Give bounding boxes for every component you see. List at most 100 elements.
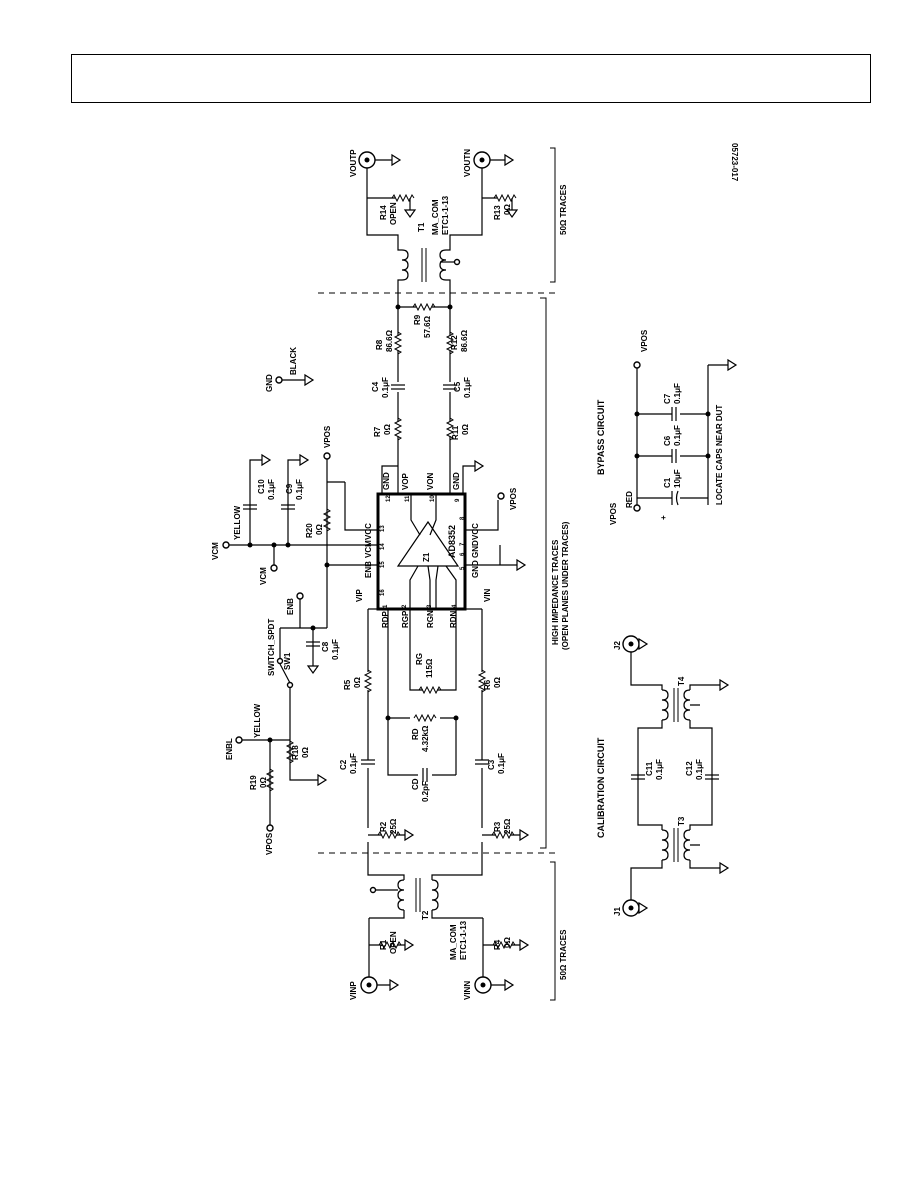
test-point-vpos-right[interactable]	[497, 492, 505, 500]
label-rd: RD	[411, 728, 420, 740]
connector-j2[interactable]	[622, 635, 640, 653]
test-point-vcm-2[interactable]	[270, 564, 278, 572]
wire-out-bot	[449, 159, 505, 242]
bracket-top-50	[550, 147, 556, 283]
transformer-t4	[661, 688, 691, 722]
pin-rdp: RDP	[381, 610, 390, 628]
test-point-vpos-bypass[interactable]	[633, 504, 641, 512]
header-box	[71, 54, 871, 103]
connector-j1[interactable]	[622, 899, 640, 917]
label-c8: C8	[321, 641, 330, 652]
label-hiz-1: HIGH IMPEDANCE TRACES	[551, 539, 560, 645]
label-r6: R6	[483, 679, 492, 690]
label-r20: R20	[305, 523, 314, 538]
test-point-enbl[interactable]	[235, 736, 243, 744]
label-cd-val: 0.2pF	[421, 781, 430, 802]
label-rg: RG	[415, 653, 424, 665]
label-z1: Z1	[422, 552, 431, 562]
resistor-r8	[394, 331, 402, 355]
label-c5: C5	[453, 381, 462, 392]
label-r14-val: OPEN	[389, 202, 398, 225]
label-c5-val: 0.1μF	[463, 377, 472, 398]
pin-vcc-right: VCC	[471, 523, 480, 540]
label-r4: R4	[493, 939, 502, 950]
wire-vip	[367, 609, 398, 876]
label-c12: C12	[685, 761, 694, 776]
label-t2-part: MA_COM	[449, 924, 458, 960]
label-c1: C1	[663, 477, 672, 488]
label-cd: CD	[411, 778, 420, 790]
pin-n15: 15	[380, 561, 386, 568]
label-t2: T2	[421, 910, 430, 920]
connector-vinp[interactable]	[360, 976, 378, 994]
wire-out-top	[366, 159, 399, 242]
wire-vin	[452, 609, 483, 876]
label-c10-val: 0.1μF	[267, 479, 276, 500]
capacitor-c7	[671, 407, 677, 421]
pin-vip: VIP	[355, 588, 364, 602]
connector-vinn[interactable]	[474, 976, 492, 994]
label-r12-val: 86.6Ω	[460, 329, 469, 352]
test-point-vcm[interactable]	[222, 541, 230, 549]
test-point-enb[interactable]	[296, 592, 304, 600]
label-c4: C4	[371, 381, 380, 392]
label-c7: C7	[663, 393, 672, 404]
test-point-vpos-top[interactable]	[323, 452, 331, 460]
label-r13-val: 0Ω	[503, 204, 512, 215]
label-c10: C10	[257, 479, 266, 494]
capacitor-c6	[671, 449, 677, 463]
label-c11-val: 0.1μF	[655, 759, 664, 780]
label-voutp: VOUTP	[349, 149, 358, 177]
label-switch: SWITCH_SPDT	[267, 619, 276, 676]
wire-enb-tp	[280, 599, 327, 666]
ground-symbols	[261, 153, 738, 992]
capacitor-c11	[631, 774, 645, 780]
label-r8-val: 86.6Ω	[385, 329, 394, 352]
pin-n13: 13	[380, 525, 386, 532]
label-sw1: SW1	[283, 652, 292, 670]
pin-gnd-13: GND	[382, 472, 391, 490]
test-point-vpos-left[interactable]	[266, 824, 274, 832]
resistor-r5	[364, 669, 372, 693]
capacitor-c1	[671, 490, 679, 506]
connector-voutn[interactable]	[473, 151, 491, 169]
pin-n12: 12	[386, 495, 392, 502]
label-t1-part: MA_COM	[431, 199, 440, 235]
label-j1: J1	[613, 907, 622, 916]
label-c3: C3	[487, 759, 496, 770]
label-voutn: VOUTN	[463, 149, 472, 177]
label-c11: C11	[645, 761, 654, 776]
label-r6-val: 0Ω	[493, 677, 502, 688]
test-point-gnd[interactable]	[275, 376, 283, 384]
pin-n14: 14	[380, 543, 386, 550]
test-point-vpos-bypass-2[interactable]	[633, 361, 641, 369]
label-enb: ENB	[286, 598, 295, 615]
ic-z1-body	[376, 492, 467, 611]
label-r5-val: 0Ω	[353, 677, 362, 688]
label-red: RED	[625, 491, 634, 508]
pin-n11: 11	[405, 495, 411, 502]
label-ad8352: AD8352	[447, 525, 457, 558]
label-c8-val: 0.1μF	[331, 639, 340, 660]
label-r11: R11	[451, 425, 460, 440]
label-r13: R13	[493, 205, 502, 220]
pin-von: VON	[426, 472, 435, 490]
pin-gnd-9: GND	[452, 472, 461, 490]
pin-n8: 8	[460, 516, 466, 520]
wire-ic-gnd-top	[381, 465, 475, 494]
transformer-t3	[661, 828, 691, 862]
switch-sw1[interactable]	[276, 628, 294, 740]
figure-id: 05723-017	[730, 143, 739, 182]
connector-voutp[interactable]	[358, 151, 376, 169]
label-r9: R9	[413, 314, 422, 325]
label-r20-val: 0Ω	[315, 524, 324, 535]
label-r3: R3	[493, 821, 502, 832]
pin-n2: 2	[402, 604, 408, 608]
pin-n16: 16	[380, 589, 386, 596]
label-vinp: VINP	[349, 981, 358, 1000]
label-c2-val: 0.1μF	[349, 753, 358, 774]
label-calibration: CALIBRATION CIRCUIT	[596, 737, 606, 838]
label-r1-val: OPEN	[389, 931, 398, 954]
wire-bypass-c	[637, 413, 708, 499]
